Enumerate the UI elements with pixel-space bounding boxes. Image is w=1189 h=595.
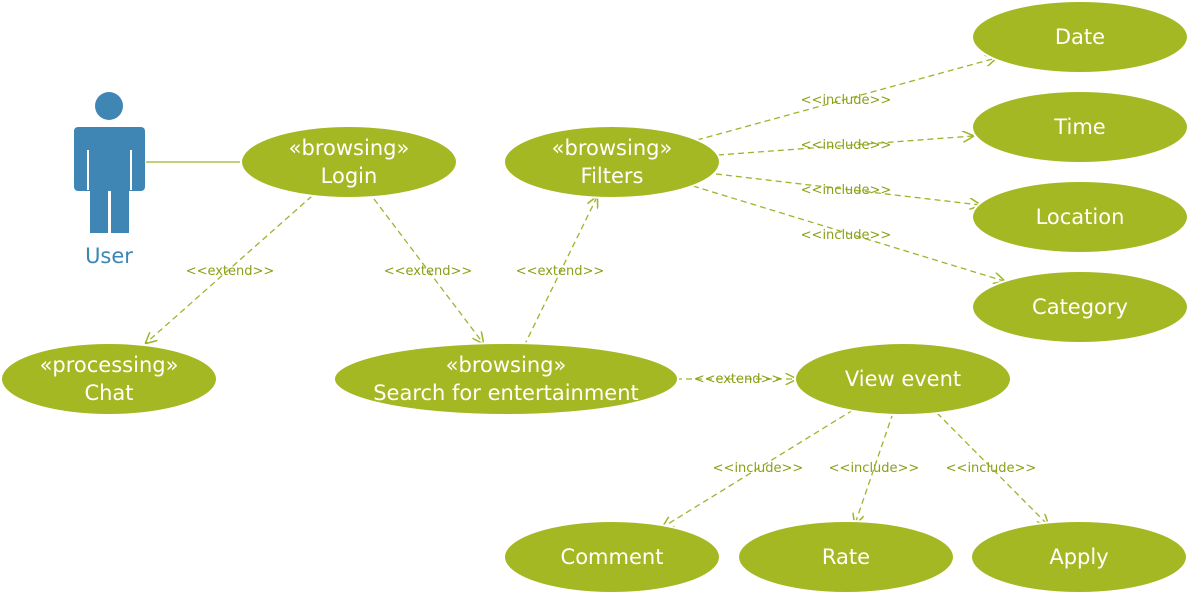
usecase-apply-name: Apply xyxy=(1049,545,1108,569)
usecase-rate-name: Rate xyxy=(822,545,870,569)
edge-view-comment xyxy=(663,409,854,527)
label-filters-date: <<include>> xyxy=(801,93,892,108)
user-actor[interactable] xyxy=(74,92,145,233)
usecase-rate[interactable]: Rate xyxy=(737,520,955,594)
usecase-chat[interactable]: «processing» Chat xyxy=(0,342,218,416)
usecase-comment-name: Comment xyxy=(561,545,664,569)
label-login-chat: <<extend>> xyxy=(186,264,275,279)
label-view-comment: <<include>> xyxy=(713,461,804,476)
usecase-location-name: Location xyxy=(1036,205,1125,229)
usecase-category-name: Category xyxy=(1032,295,1128,319)
actor-right-leg-icon xyxy=(111,186,129,233)
label-filters-location: <<include>> xyxy=(801,183,892,198)
label-search-filters: <<extend>> xyxy=(516,264,605,279)
usecase-search-stereotype: «browsing» xyxy=(446,353,567,377)
edge-filters-location xyxy=(715,173,980,205)
label-login-search: <<extend>> xyxy=(384,264,473,279)
label-search-view: <<extend>> xyxy=(694,372,783,387)
edge-login-search xyxy=(373,198,483,343)
edge-filters-category xyxy=(692,185,1004,281)
usecase-location[interactable]: Location xyxy=(971,180,1189,254)
actor-left-leg-icon xyxy=(90,186,108,233)
edge-filters-time xyxy=(717,136,973,156)
actor-body-icon xyxy=(74,127,145,191)
usecase-date[interactable]: Date xyxy=(971,0,1189,74)
usecase-apply[interactable]: Apply xyxy=(970,520,1188,594)
usecase-category[interactable]: Category xyxy=(971,270,1189,344)
label-filters-category: <<include>> xyxy=(801,228,892,243)
usecase-login-stereotype: «browsing» xyxy=(289,136,410,160)
usecase-chat-name: Chat xyxy=(84,381,133,405)
usecase-login[interactable]: «browsing» Login xyxy=(240,125,458,199)
usecase-search[interactable]: «browsing» Search for entertainment xyxy=(333,342,679,416)
usecase-view-event-name: View event xyxy=(845,367,961,391)
usecase-date-name: Date xyxy=(1055,25,1105,49)
label-filters-time: <<include>> xyxy=(801,138,892,153)
usecase-filters-name: Filters xyxy=(581,164,644,188)
usecase-filters[interactable]: «browsing» Filters xyxy=(503,125,721,199)
edge-search-filters xyxy=(523,197,597,347)
usecase-view-event[interactable]: View event xyxy=(794,342,1012,416)
label-view-apply: <<include>> xyxy=(946,461,1037,476)
edge-filters-date xyxy=(696,58,996,141)
usecase-time[interactable]: Time xyxy=(971,90,1189,164)
usecase-time-name: Time xyxy=(1053,115,1105,139)
usecase-login-name: Login xyxy=(321,164,378,188)
usecase-chat-stereotype: «processing» xyxy=(40,353,179,377)
actor-label: User xyxy=(85,244,133,268)
usecase-comment[interactable]: Comment xyxy=(503,520,721,594)
usecase-filters-stereotype: «browsing» xyxy=(552,136,673,160)
label-view-rate: <<include>> xyxy=(829,461,920,476)
actor-head-icon xyxy=(95,92,123,120)
edge-view-apply xyxy=(936,412,1048,525)
edge-login-chat xyxy=(146,195,313,343)
usecase-search-name: Search for entertainment xyxy=(373,381,639,405)
